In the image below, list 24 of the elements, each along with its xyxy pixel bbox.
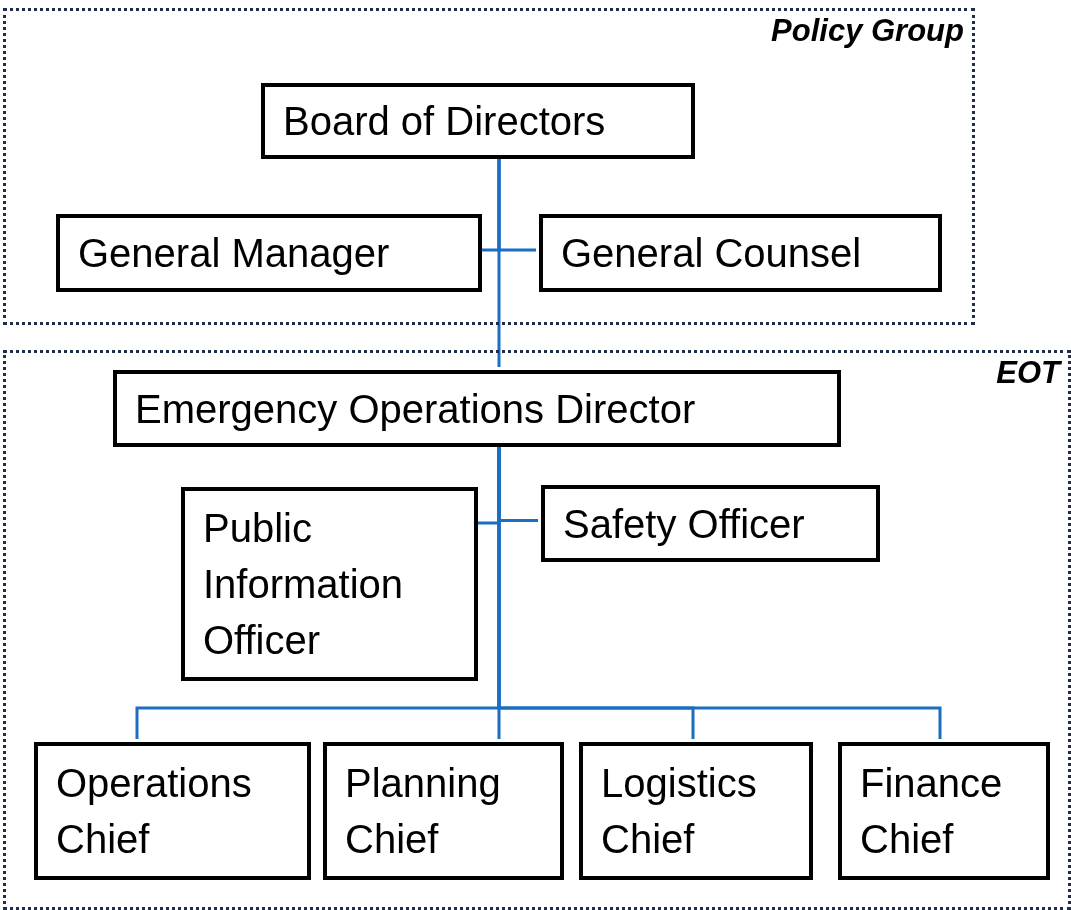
group-frame [3,8,975,325]
role-title: Safety Officer [563,500,806,548]
group-frame [3,350,1071,910]
role-box [579,742,813,880]
role-title: Logistics Chief [601,760,758,863]
role-box [541,485,880,562]
role-box [113,370,841,447]
role-title: General Manager [78,230,391,277]
role-box [838,742,1050,880]
role-box [181,487,478,681]
role-box [261,83,695,159]
role-box [539,214,942,292]
role-title: General Counsel [561,230,863,277]
role-box [323,742,564,880]
role-title: Board of Directors [283,98,607,145]
group-title: Policy Group [771,15,964,46]
role-box [56,214,482,292]
role-box [34,742,311,880]
role-title: Emergency Operations Director [135,385,697,433]
role-title: Operations Chief [56,760,253,863]
group-title: EOT [996,357,1060,388]
role-title: Public Information Officer [203,505,405,664]
role-title: Planning Chief [345,760,502,863]
role-title: Finance Chief [860,760,1004,863]
